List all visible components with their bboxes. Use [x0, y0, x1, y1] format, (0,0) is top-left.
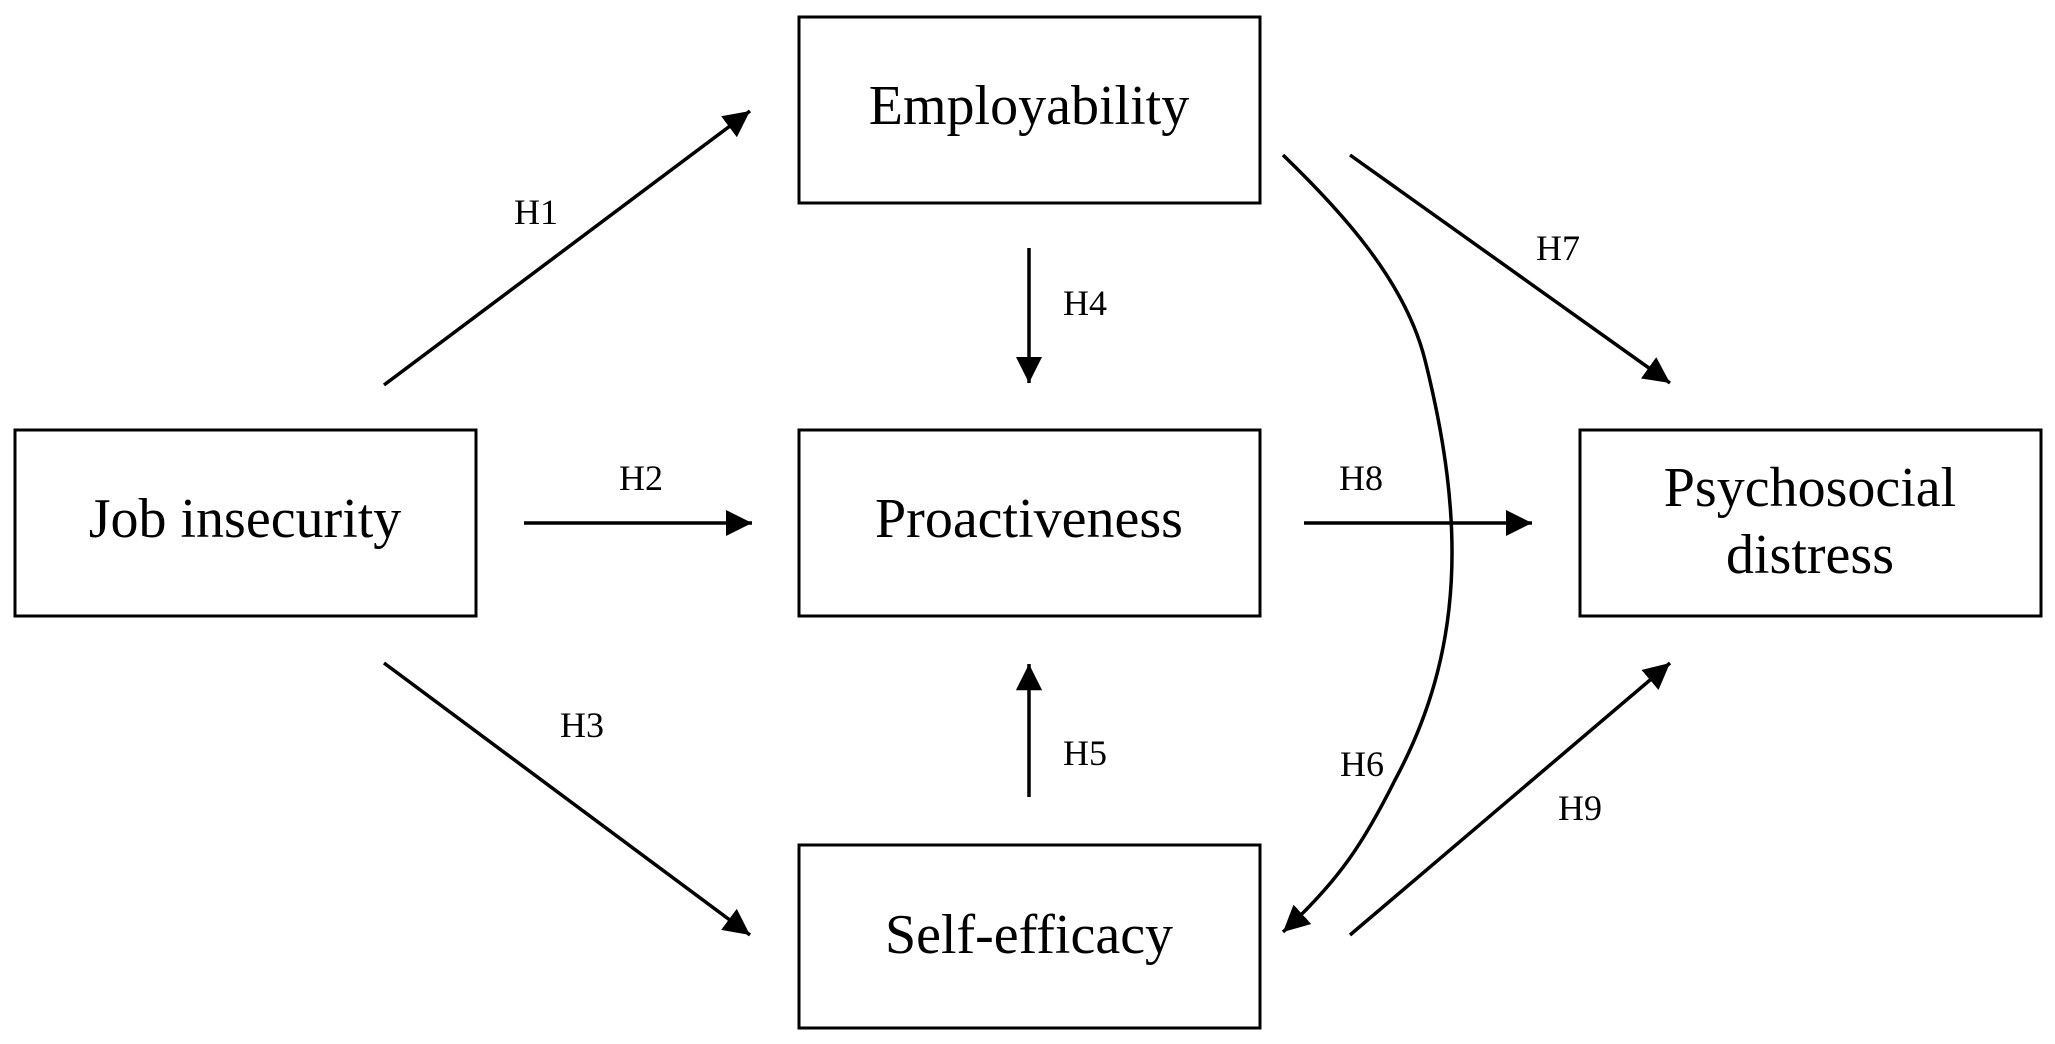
- psychosocial-distress-label-line2: distress: [1726, 524, 1894, 586]
- psychosocial-distress-box: [1578, 428, 2043, 618]
- edge-h9-arrow: [1348, 661, 1672, 937]
- edge-h1: H1: [382, 109, 752, 387]
- self-efficacy-label: Self-efficacy: [885, 904, 1173, 966]
- job-insecurity-label: Job insecurity: [89, 488, 402, 550]
- edge-h9-label: H9: [1558, 788, 1602, 828]
- edge-h6-arrow: [1281, 153, 1454, 934]
- self-efficacy-box: [797, 843, 1262, 1030]
- edge-h4: H4: [1015, 248, 1107, 383]
- node-psychosocial-distress: Psychosocial distress: [1578, 428, 2043, 618]
- edge-h6-label: H6: [1340, 744, 1384, 784]
- edge-h5: H5: [1015, 664, 1107, 797]
- employability-box: [797, 15, 1262, 205]
- edge-h6: H6: [1281, 153, 1454, 934]
- edge-h4-label: H4: [1063, 283, 1107, 323]
- node-self-efficacy: Self-efficacy: [797, 843, 1262, 1030]
- job-insecurity-box: [13, 428, 478, 618]
- employability-label: Employability: [869, 75, 1189, 137]
- edge-h7-arrow: [1348, 153, 1672, 385]
- node-employability: Employability: [797, 15, 1262, 205]
- psychosocial-distress-label-line1: Psychosocial: [1664, 457, 1956, 519]
- edge-h1-arrow: [382, 109, 752, 387]
- edge-h7: H7: [1348, 153, 1672, 385]
- edge-h3-arrow: [382, 661, 752, 937]
- edge-h3: H3: [382, 661, 752, 937]
- proactiveness-box: [797, 428, 1262, 618]
- edge-h8-label: H8: [1339, 458, 1383, 498]
- edge-h2: H2: [524, 458, 752, 537]
- edge-h5-label: H5: [1063, 733, 1107, 773]
- edge-h7-label: H7: [1536, 228, 1580, 268]
- node-job-insecurity: Job insecurity: [13, 428, 478, 618]
- edge-h1-label: H1: [514, 192, 558, 232]
- node-proactiveness: Proactiveness: [797, 428, 1262, 618]
- edge-h8: H8: [1304, 458, 1532, 537]
- edge-h9: H9: [1348, 661, 1672, 937]
- edge-h3-label: H3: [560, 705, 604, 745]
- edge-h2-label: H2: [619, 458, 663, 498]
- proactiveness-label: Proactiveness: [875, 488, 1183, 550]
